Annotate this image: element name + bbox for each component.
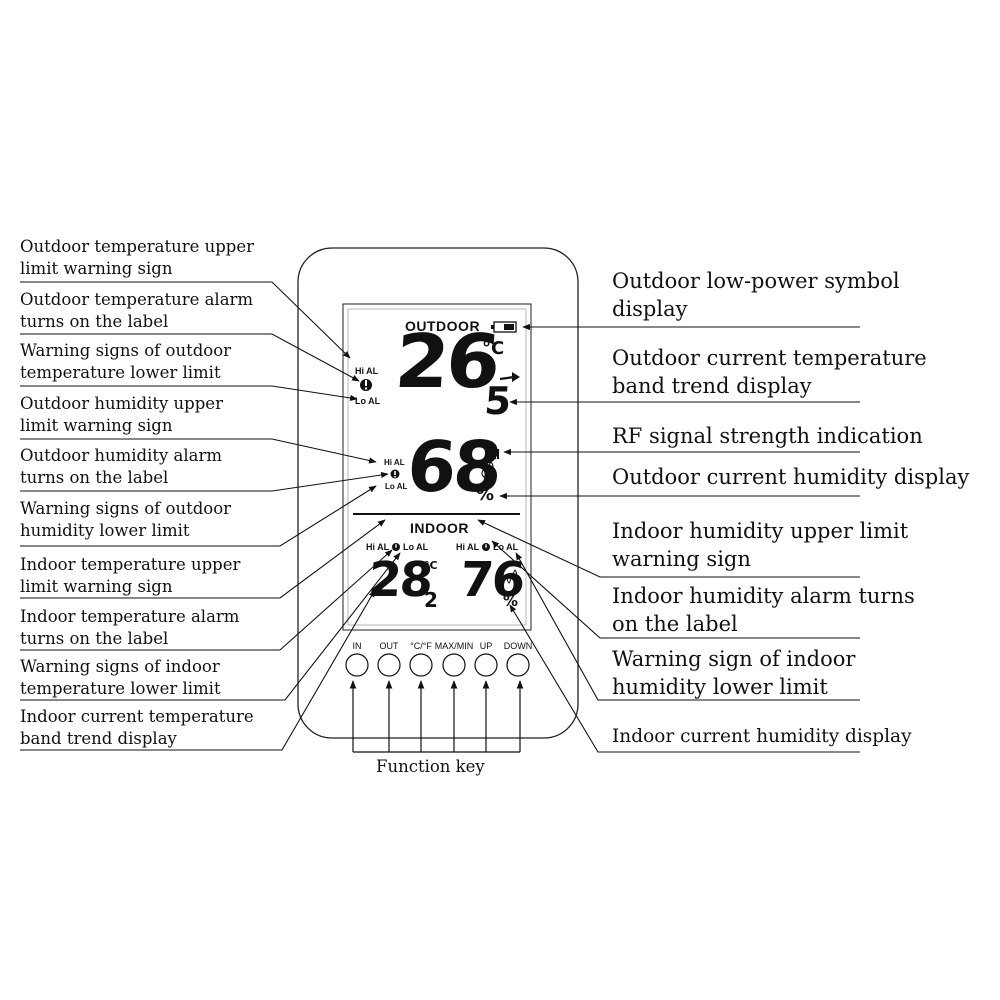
alarm-bell-icon-indoor-humidity bbox=[482, 543, 490, 551]
outdoor-temperature-value: 26 bbox=[392, 319, 501, 405]
function-key-bracket bbox=[349, 680, 524, 753]
callout-indoor-temp-lower: Warning signs of indoor temperature lower… bbox=[20, 656, 221, 700]
button-label-out: OUT bbox=[379, 641, 399, 651]
signal-strength-icon bbox=[484, 443, 499, 459]
callout-indoor-humidity-display: Indoor current humidity display bbox=[612, 725, 912, 749]
callout-line: turns on the label bbox=[20, 312, 169, 331]
callout-line: Outdoor temperature alarm bbox=[20, 290, 254, 309]
outdoor-humidity-percent: % bbox=[476, 484, 495, 505]
function-key-label: Function key bbox=[376, 757, 485, 776]
lcd-inner-frame bbox=[347, 308, 527, 626]
left-leader-lines bbox=[20, 281, 401, 751]
callout-indoor-humidity-lower: Warning sign of indoor humidity lower lim… bbox=[612, 645, 855, 701]
callout-line: Warning sign of indoor bbox=[612, 647, 856, 671]
indoor-temp-hi-al: Hi AL bbox=[366, 542, 390, 552]
callout-line: Indoor humidity upper limit bbox=[612, 519, 909, 543]
alarm-bell-icon-outdoor-humidity bbox=[390, 469, 400, 479]
outdoor-label: OUTDOOR bbox=[405, 318, 481, 334]
lcd-frame bbox=[342, 303, 532, 631]
callout-rf-signal: RF signal strength indication bbox=[612, 422, 923, 450]
callout-line: Outdoor humidity upper bbox=[20, 394, 223, 413]
callout-outdoor-temp-trend: Outdoor current temperature band trend di… bbox=[612, 344, 927, 400]
droplet-icon bbox=[481, 461, 494, 478]
indoor-humidity-hi-al: Hi AL bbox=[456, 542, 480, 552]
indoor-humidity-lo-al: Lo AL bbox=[493, 542, 519, 552]
callout-line: display bbox=[612, 297, 688, 321]
callout-outdoor-humidity-alarm: Outdoor humidity alarm turns on the label bbox=[20, 445, 222, 489]
button-label-max-min: MAX/MIN bbox=[434, 641, 474, 651]
callout-line: limit warning sign bbox=[20, 577, 173, 596]
callout-line: Warning signs of outdoor bbox=[20, 499, 232, 518]
callout-line: limit warning sign bbox=[20, 259, 173, 278]
indoor-humidity-percent: % bbox=[503, 592, 519, 610]
callout-line: band trend display bbox=[612, 374, 812, 398]
callout-line: Indoor current temperature bbox=[20, 707, 254, 726]
indoor-label: INDOOR bbox=[410, 520, 469, 536]
alarm-bell-icon-outdoor-temp bbox=[360, 379, 372, 391]
button-label-in: IN bbox=[352, 641, 362, 651]
callout-indoor-temp-alarm: Indoor temperature alarm turns on the lab… bbox=[20, 606, 239, 650]
alarm-bell-icon-indoor-temp bbox=[392, 543, 400, 551]
callout-line: Outdoor current temperature bbox=[612, 346, 927, 370]
outdoor-humidity-lo-al: Lo AL bbox=[385, 482, 408, 491]
callout-outdoor-humidity-display: Outdoor current humidity display bbox=[612, 463, 969, 491]
callout-outdoor-temp-lower: Warning signs of outdoor temperature lowe… bbox=[20, 340, 231, 384]
trend-arrow-icon bbox=[499, 372, 520, 382]
callout-indoor-temp-upper: Indoor temperature upper limit warning si… bbox=[20, 554, 240, 598]
function-buttons bbox=[345, 653, 530, 677]
callout-line: temperature lower limit bbox=[20, 679, 221, 698]
callout-line: RF signal strength indication bbox=[612, 424, 923, 448]
indoor-temperature-value: 28 bbox=[366, 552, 434, 608]
callout-line: Outdoor temperature upper bbox=[20, 237, 254, 256]
callout-line: turns on the label bbox=[20, 629, 169, 648]
button-label-unit: °C/°F bbox=[410, 641, 432, 651]
callout-outdoor-temp-alarm: Outdoor temperature alarm turns on the la… bbox=[20, 289, 253, 333]
right-leader-lines bbox=[477, 323, 860, 753]
callout-line: Outdoor low-power symbol bbox=[612, 269, 900, 293]
outdoor-temp-hi-al: Hi AL bbox=[355, 366, 379, 376]
callout-line: band trend display bbox=[20, 729, 177, 748]
indoor-temperature-decimal: 2 bbox=[424, 588, 438, 612]
device-body bbox=[297, 247, 579, 739]
callout-outdoor-humidity-lower: Warning signs of outdoor humidity lower l… bbox=[20, 498, 231, 542]
callout-outdoor-low-power: Outdoor low-power symbol display bbox=[612, 267, 900, 323]
callout-line: on the label bbox=[612, 612, 738, 636]
battery-icon bbox=[491, 321, 517, 333]
callout-line: Indoor current humidity display bbox=[612, 726, 912, 747]
callout-line: Warning signs of outdoor bbox=[20, 341, 232, 360]
callout-line: Outdoor humidity alarm bbox=[20, 446, 223, 465]
callout-line: Indoor temperature alarm bbox=[20, 607, 240, 626]
button-label-up: UP bbox=[479, 641, 493, 651]
outdoor-temp-lo-al: Lo AL bbox=[355, 396, 381, 406]
callout-line: limit warning sign bbox=[20, 416, 173, 435]
outdoor-temperature-decimal: 5 bbox=[483, 379, 513, 423]
callout-outdoor-humidity-upper: Outdoor humidity upper limit warning sign bbox=[20, 393, 223, 437]
callout-indoor-humidity-alarm: Indoor humidity alarm turns on the label bbox=[612, 582, 915, 638]
callout-line: humidity lower limit bbox=[20, 521, 190, 540]
callout-indoor-temp-trend: Indoor current temperature band trend dis… bbox=[20, 706, 254, 750]
droplet-icon-indoor bbox=[507, 569, 517, 584]
callout-line: warning sign bbox=[612, 547, 751, 571]
callout-line: Outdoor current humidity display bbox=[612, 465, 970, 489]
callout-line: Warning signs of indoor bbox=[20, 657, 220, 676]
indoor-temp-unit: °C bbox=[424, 559, 438, 572]
callout-line: temperature lower limit bbox=[20, 363, 221, 382]
callout-line: Indoor temperature upper bbox=[20, 555, 241, 574]
callout-outdoor-temp-upper: Outdoor temperature upper limit warning s… bbox=[20, 236, 254, 280]
callout-line: turns on the label bbox=[20, 468, 169, 487]
outdoor-humidity-hi-al: Hi AL bbox=[384, 458, 405, 467]
outdoor-temp-unit: °C bbox=[482, 338, 505, 359]
callout-line: Indoor humidity alarm turns bbox=[612, 584, 915, 608]
button-label-down: DOWN bbox=[503, 641, 533, 651]
callout-line: humidity lower limit bbox=[612, 675, 828, 699]
indoor-temp-lo-al: Lo AL bbox=[403, 542, 429, 552]
callout-indoor-humidity-upper: Indoor humidity upper limit warning sign bbox=[612, 517, 908, 573]
